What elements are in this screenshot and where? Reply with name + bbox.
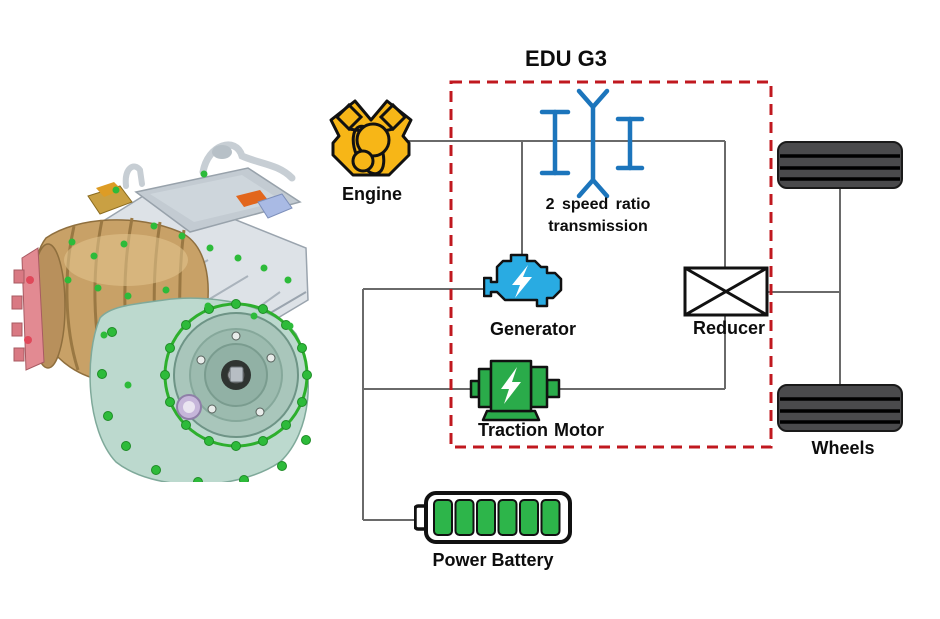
inverter-lid (87, 167, 302, 233)
hv-connector (257, 193, 293, 219)
rim-bolts (97, 299, 312, 482)
power-battery-label: Power Battery (432, 550, 554, 570)
wheel-icon-top (777, 141, 903, 189)
lightning-bolt-icon (501, 367, 521, 404)
generator-label: Generator (489, 319, 577, 339)
mount-flange (11, 247, 45, 371)
transmission-label-line1: 2 speed ratio (545, 196, 651, 213)
edu-unit-3d-illustration (11, 141, 312, 482)
gearbox-housing (89, 297, 312, 482)
orange-label (236, 190, 268, 207)
lightning-bolt-icon (512, 265, 532, 298)
traction-motor-icon (469, 359, 561, 422)
green-fasteners (64, 170, 294, 389)
wheels-label: Wheels (811, 438, 875, 458)
engine-icon (329, 99, 413, 177)
two-speed-gearset-icon (539, 88, 645, 199)
wheel-icon-bottom (777, 384, 903, 432)
reducer-crossed-box-icon (683, 266, 769, 317)
traction-motor-label: Traction Motor (478, 420, 604, 440)
battery-cells (433, 499, 561, 536)
transmission-label-line2: transmission (548, 218, 648, 235)
reducer-label: Reducer (692, 318, 766, 338)
power-battery-icon (414, 491, 572, 544)
generator-icon (483, 253, 563, 308)
diagram-title: EDU G3 (525, 46, 607, 71)
engine-label: Engine (341, 184, 403, 204)
coolant-hoses (122, 141, 296, 189)
transmission-label: 2 speed ratio transmission (546, 194, 651, 238)
